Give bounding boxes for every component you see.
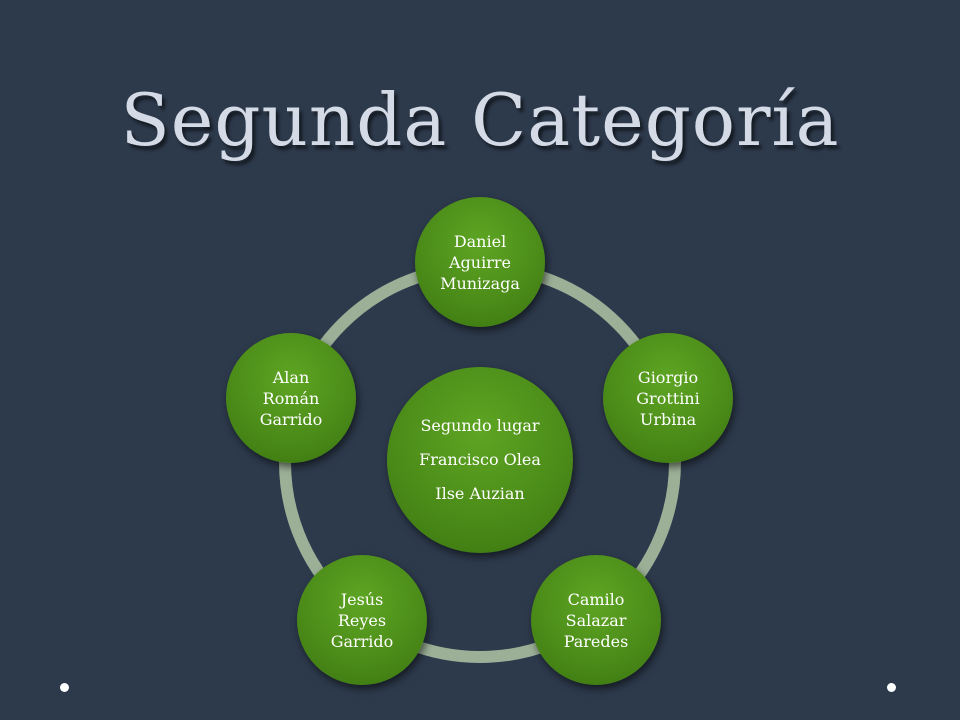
node-giorgio-grottini-urbina: Giorgio Grottini Urbina <box>603 333 733 463</box>
node-2-line-1: Giorgio <box>637 367 699 387</box>
node-5-line-3: Garrido <box>259 409 323 429</box>
node-2-line-2: Grottini <box>636 388 700 408</box>
node-camilo-salazar-paredes: Camilo Salazar Paredes <box>531 555 661 685</box>
decorative-dot-right <box>887 683 896 692</box>
center-line-2: Francisco Olea <box>419 450 541 469</box>
node-4-line-2: Reyes <box>337 610 387 630</box>
center-line-1: Segundo lugar <box>420 416 540 435</box>
node-jesus-reyes-garrido: Jesús Reyes Garrido <box>297 555 427 685</box>
node-alan-roman-garrido: Alan Román Garrido <box>226 333 356 463</box>
node-3-line-1: Camilo <box>567 589 625 609</box>
node-1-line-1: Daniel <box>453 231 507 251</box>
node-2-line-3: Urbina <box>639 409 697 429</box>
node-1-line-2: Aguirre <box>449 252 511 272</box>
node-4-line-1: Jesús <box>340 589 384 609</box>
node-1-line-3: Munizaga <box>440 273 520 293</box>
node-5-line-1: Alan <box>272 367 310 387</box>
center-line-3: Ilse Auzian <box>435 484 525 503</box>
node-daniel-aguirre-munizaga: Daniel Aguirre Munizaga <box>415 197 545 327</box>
node-5-line-2: Román <box>262 388 320 408</box>
node-3-line-2: Salazar <box>565 610 627 630</box>
node-3-line-3: Paredes <box>563 631 629 651</box>
center-circle: Segundo lugar Francisco Olea Ilse Auzian <box>387 367 573 553</box>
decorative-dot-left <box>60 683 69 692</box>
slide-title: Segunda Categoría <box>120 78 840 162</box>
node-4-line-3: Garrido <box>330 631 394 651</box>
